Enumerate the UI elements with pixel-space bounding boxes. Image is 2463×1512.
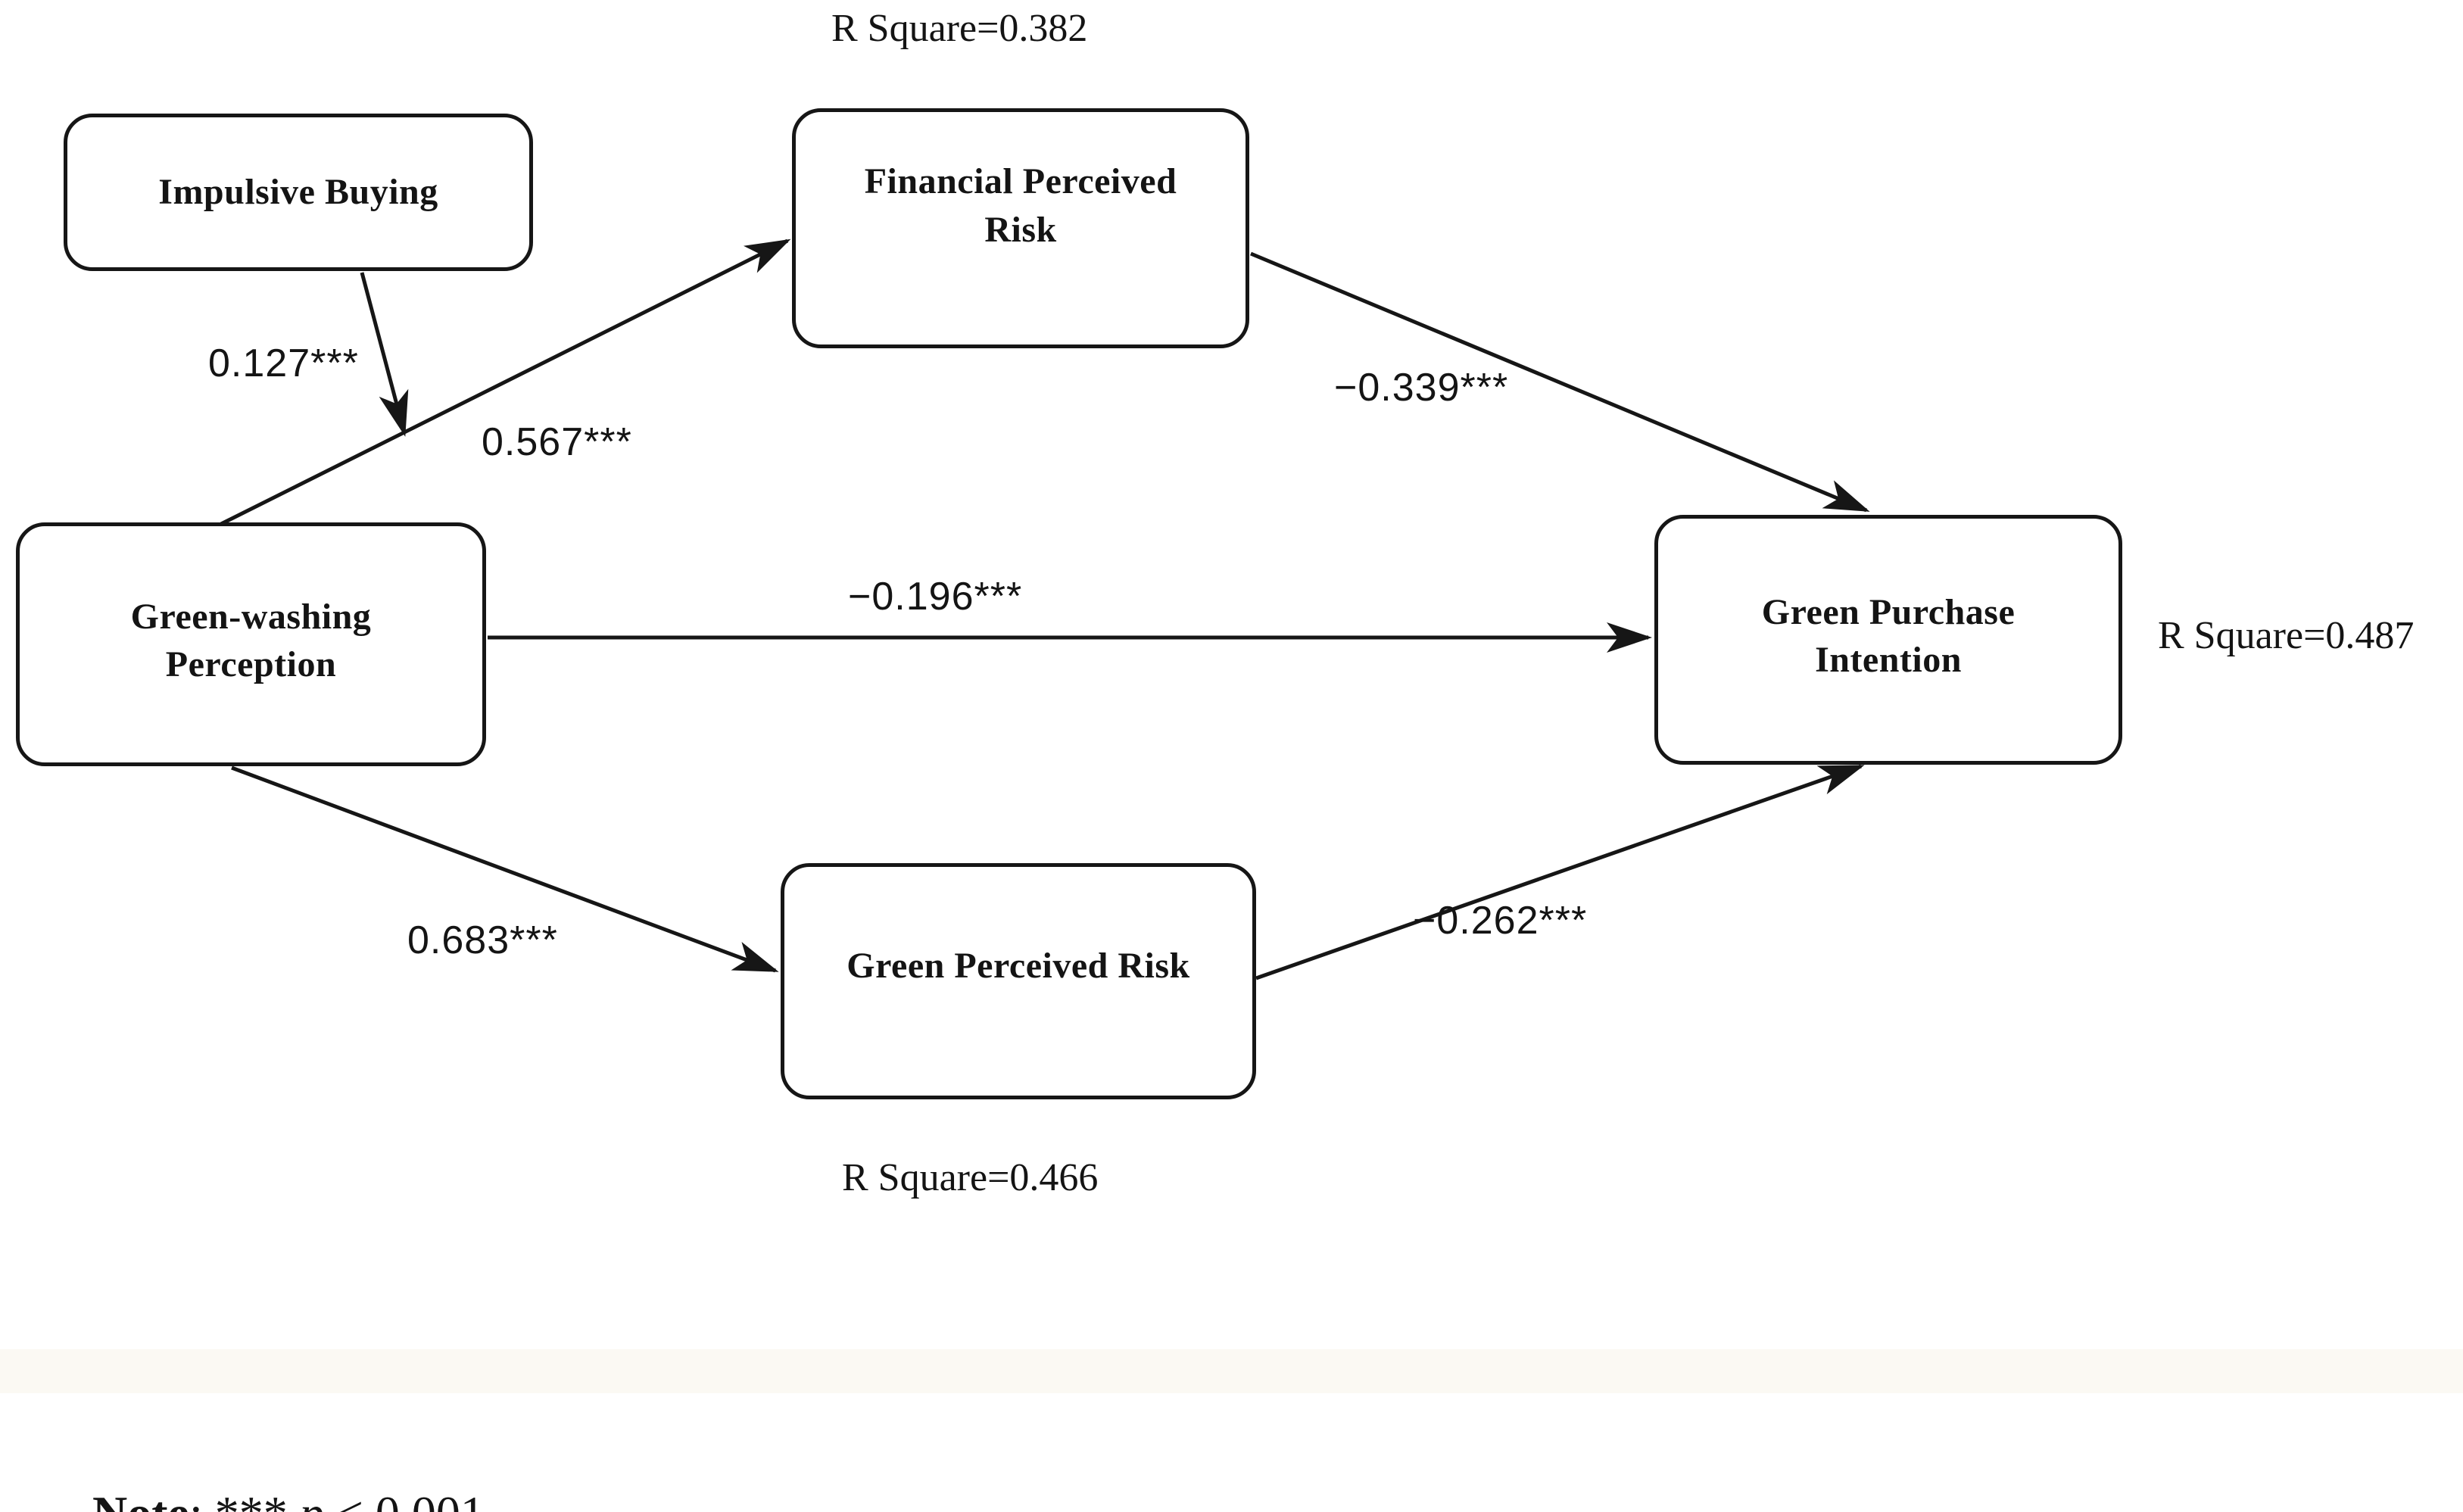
r-square-green-purchase-intention: R Square=0.487 [2158, 614, 2415, 657]
node-green-perceived-risk: Green Perceived Risk [781, 863, 1256, 1099]
node-label: Financial Perceived Risk [864, 161, 1177, 250]
node-label: Impulsive Buying [158, 172, 438, 213]
node-impulsive-buying: Impulsive Buying [64, 114, 533, 271]
path-coefficient-greenwashing-to-green-risk: 0.683*** [407, 918, 558, 962]
node-green-washing-perception: Green-washing Perception [16, 522, 486, 766]
path-coefficient-financial-risk-to-purchase-intention: −0.339*** [1334, 366, 1509, 410]
path-coefficient-impulsive-to-greenwashing: 0.127*** [208, 341, 359, 385]
path-coefficient-greenwashing-to-financial-risk: 0.567*** [482, 420, 632, 464]
significance-note: Note: *** p < 0.001 [44, 1429, 485, 1512]
note-prefix: Note [92, 1486, 189, 1512]
node-label: Green-washing Perception [130, 596, 372, 684]
arrow-greenwashing-to-green-risk [231, 765, 779, 973]
node-green-purchase-intention: Green Purchase Intention [1654, 515, 2122, 765]
r-square-financial-perceived-risk: R Square=0.382 [831, 7, 1088, 50]
node-label: Green Purchase Intention [1761, 591, 2016, 680]
node-financial-perceived-risk: Financial Perceived Risk [792, 108, 1249, 348]
arrow-financial-risk-to-purchase-intention [1250, 251, 1870, 513]
path-coefficient-greenwashing-to-purchase-intention: −0.196*** [848, 575, 1023, 619]
note-stars: *** [215, 1486, 300, 1512]
arrow-green-risk-to-purchase-intention [1255, 764, 1865, 980]
path-coefficient-green-risk-to-purchase-intention: −0.262*** [1413, 899, 1588, 943]
note-p-symbol: p [300, 1486, 324, 1512]
note-colon: : [189, 1486, 215, 1512]
arrow-greenwashing-to-financial-risk [220, 238, 791, 526]
node-label: Green Perceived Risk [846, 946, 1190, 987]
note-threshold: < 0.001 [324, 1486, 485, 1512]
r-square-green-perceived-risk: R Square=0.466 [842, 1156, 1099, 1199]
faint-background-band [0, 1349, 2463, 1393]
arrow-impulsive-to-greenwashing [360, 272, 409, 437]
